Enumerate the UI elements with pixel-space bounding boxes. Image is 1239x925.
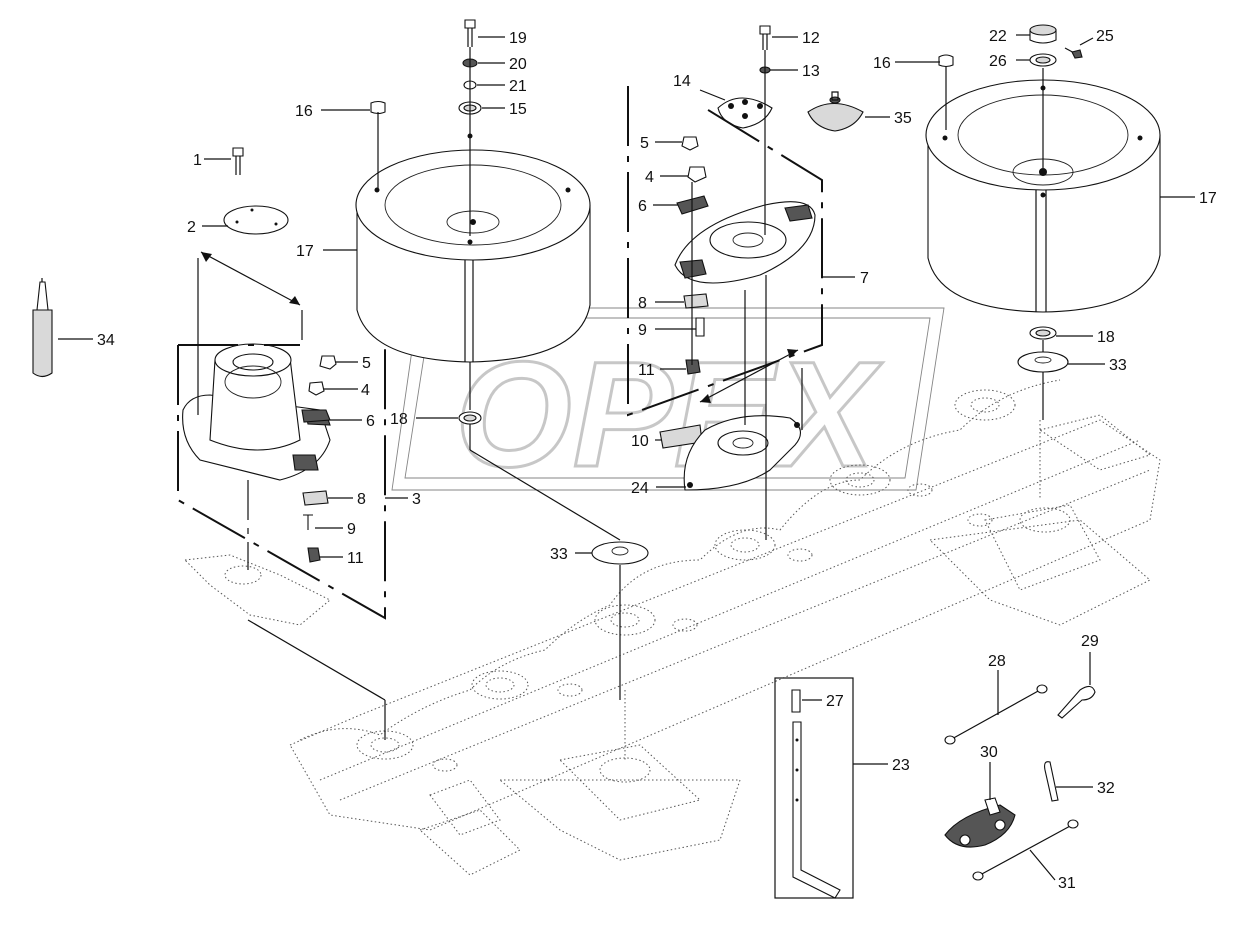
callout-16-left: 16 (295, 103, 313, 120)
watermark-logo: OPEX (391, 307, 945, 500)
middle-cutter-disc (674, 201, 816, 284)
callout-2: 2 (187, 219, 196, 236)
tool-box-23 (774, 677, 854, 899)
callout-33-left: 33 (550, 546, 568, 563)
callout-28: 28 (988, 653, 1006, 670)
right-hardware-stack (938, 24, 1083, 68)
callout-33-right: 33 (1109, 357, 1127, 374)
callout-11-middle: 11 (638, 362, 655, 379)
callout-20: 20 (509, 56, 527, 73)
washer-18-left (458, 411, 482, 425)
callout-22: 22 (989, 28, 1007, 45)
callout-3: 3 (412, 491, 421, 508)
callout-31: 31 (1058, 875, 1076, 892)
callout-24: 24 (631, 480, 649, 497)
washer-33-right (1017, 351, 1069, 373)
callout-17-right: 17 (1199, 190, 1217, 207)
callout-25: 25 (1096, 28, 1114, 45)
callout-19: 19 (509, 30, 527, 47)
callout-6-left: 6 (366, 413, 375, 430)
callout-12: 12 (802, 30, 820, 47)
callout-32: 32 (1097, 780, 1115, 797)
cap-14 (717, 97, 773, 129)
cutter-bar-assembly (289, 379, 1161, 876)
middle-bracket-frame (627, 86, 823, 417)
callout-15: 15 (509, 101, 527, 118)
disc-hub-group (356, 389, 1071, 783)
callout-35: 35 (894, 110, 912, 127)
callout-14: 14 (673, 73, 691, 90)
callout-6-middle: 6 (638, 198, 647, 215)
callout-29: 29 (1081, 633, 1099, 650)
washer-33-left (591, 541, 649, 565)
leader-lines (58, 34, 1195, 881)
callout-5-left: 5 (362, 355, 371, 372)
cotter-pin-32 (1044, 761, 1059, 802)
callout-34: 34 (97, 332, 115, 349)
bracket-30 (944, 797, 1016, 848)
callout-5-middle: 5 (640, 135, 649, 152)
callout-26: 26 (989, 53, 1007, 70)
callout-1: 1 (193, 152, 202, 169)
callout-27: 27 (826, 693, 844, 710)
bolt-1 (232, 147, 244, 175)
pin-29 (1057, 685, 1096, 719)
grease-tube (32, 278, 53, 378)
callout-11-left: 11 (347, 550, 364, 567)
callout-18-right: 18 (1097, 329, 1115, 346)
left-cone-drum (182, 343, 331, 481)
callout-30: 30 (980, 744, 998, 761)
disc-24 (683, 415, 801, 491)
callout-8-left: 8 (357, 491, 366, 508)
left-knife-plate (183, 554, 331, 626)
small-parts-left (301, 355, 337, 563)
callout-21: 21 (509, 78, 527, 95)
callout-7: 7 (860, 270, 869, 287)
callout-18-left: 18 (390, 411, 408, 428)
callout-10: 10 (631, 433, 649, 450)
callout-9-left: 9 (347, 521, 356, 538)
callout-17-left: 17 (296, 243, 314, 260)
callout-labels: 1 2 3 4 4 5 5 6 6 7 8 8 9 9 10 11 11 12 … (97, 28, 1217, 892)
callout-23: 23 (892, 757, 910, 774)
cable-31 (972, 819, 1079, 881)
middle-small-parts (659, 293, 709, 449)
callout-16-right: 16 (873, 55, 891, 72)
callout-4-middle: 4 (645, 169, 654, 186)
callout-4-left: 4 (361, 382, 370, 399)
cover-plate (223, 205, 289, 235)
left-large-drum (355, 133, 591, 363)
left-hardware-stack (370, 19, 482, 115)
callout-8-middle: 8 (638, 295, 647, 312)
cap-35 (807, 91, 864, 132)
watermark-text: OPEX (455, 330, 883, 498)
washer-18-right (1029, 326, 1057, 340)
callout-9-middle: 9 (638, 322, 647, 339)
callout-13: 13 (802, 63, 820, 80)
cable-28 (944, 684, 1048, 745)
left-bracket-frame (177, 345, 386, 620)
